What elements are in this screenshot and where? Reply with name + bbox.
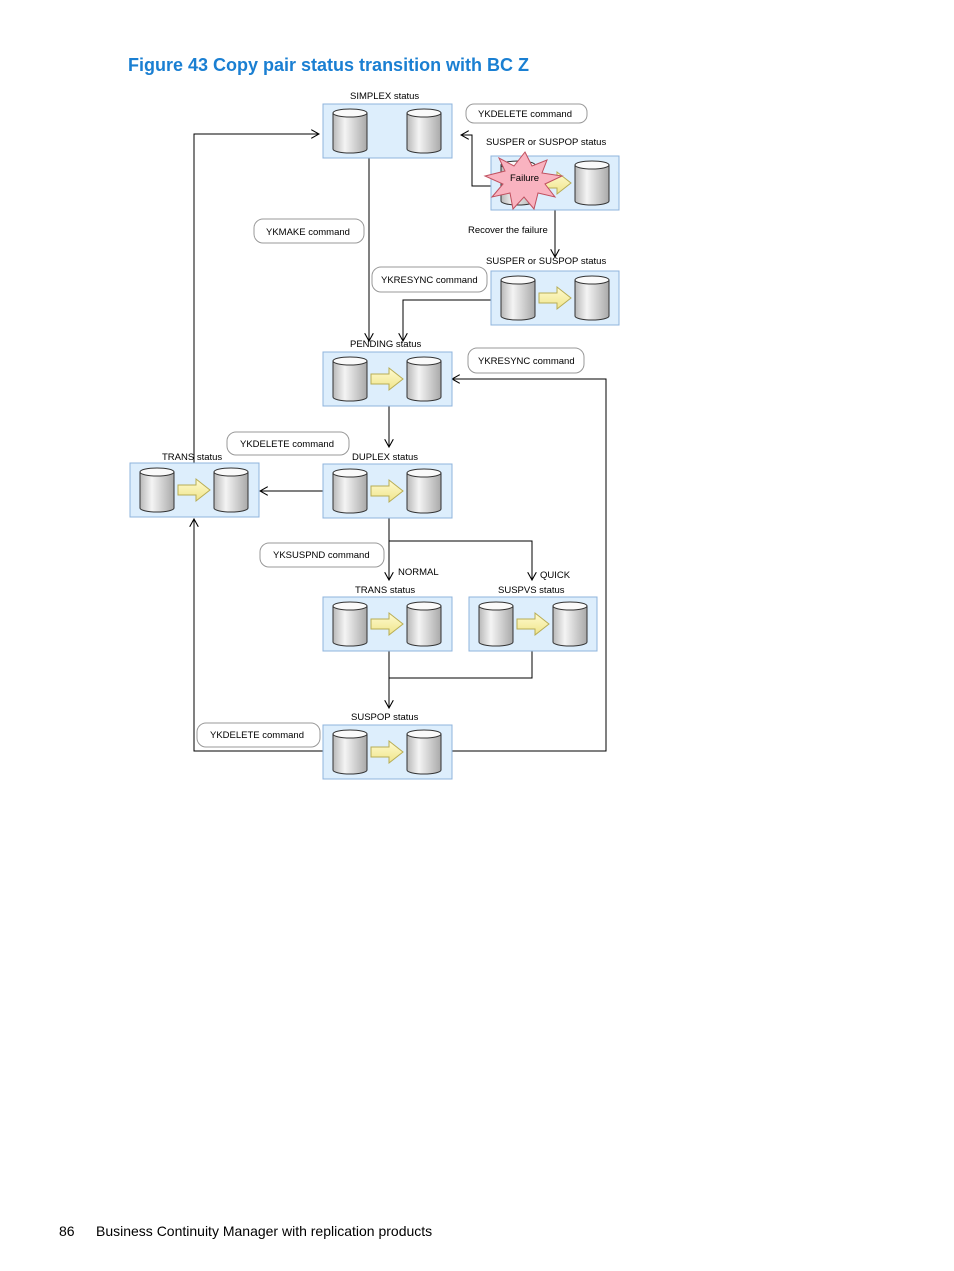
status-duplex: DUPLEX status [322,452,453,519]
copy-arrow-icon [370,478,404,504]
command-ykdelete-bottom: YKDELETE command [196,722,321,748]
connectors [193,134,607,752]
state-label-trans-left: TRANS status [162,452,222,463]
state-label-duplex: DUPLEX status [352,452,418,463]
recover-failure-label: Recover the failure [468,225,548,236]
command-label: YKDELETE command [478,109,572,120]
command-ykresync-right: YKRESYNC command [467,347,585,374]
command-label: YKRESYNC command [478,356,575,367]
target-volume-icon [406,468,442,514]
source-volume-icon [332,468,368,514]
command-label: YKDELETE command [240,439,334,450]
command-label: YKDELETE command [210,730,304,741]
failure-label: Failure [510,173,539,184]
command-ykmake: YKMAKE command [253,218,365,244]
suspvs-to-suspop-line [389,651,533,679]
source-volume-icon [332,356,368,402]
target-volume-icon [574,275,610,321]
target-volume-icon [574,160,610,206]
command-yksuspnd: YKSUSPND command [259,542,385,568]
command-label: YKMAKE command [266,227,350,238]
target-volume-icon [406,108,442,154]
command-ykdelete-mid: YKDELETE command [226,431,350,456]
status-trans-mid: TRANS status [322,585,453,652]
failure-to-simplex-arrow [461,135,491,187]
status-suspvs: SUSPVS status [468,585,598,652]
state-label-susper-recovered: SUSPER or SUSPOP status [486,256,606,267]
target-volume-icon [406,729,442,775]
page-number: 86 [59,1223,75,1239]
status-susper-failure: SUSPER or SUSPOP status Failure [483,137,620,211]
book-title: Business Continuity Manager with replica… [96,1223,433,1239]
source-volume-icon [478,601,514,647]
source-volume-icon [332,729,368,775]
quick-label: QUICK [540,570,571,581]
state-label-suspvs: SUSPVS status [498,585,565,596]
state-label-trans-mid: TRANS status [355,585,415,596]
trans-to-simplex-arrow [193,134,319,463]
target-volume-icon [213,467,249,513]
command-ykdelete-top: YKDELETE command [465,103,588,124]
status-simplex: SIMPLEX status [322,91,453,159]
failure-burst-icon: Failure [483,151,564,211]
copy-arrow-icon [370,739,404,765]
figure-title: Figure 43 Copy pair status transition wi… [128,55,530,75]
command-label: YKSUSPND command [273,550,370,561]
source-volume-icon [332,108,368,154]
copy-arrow-icon [177,477,211,503]
suspop-to-trans-arrow [194,519,323,752]
copy-arrow-icon [516,611,550,637]
source-volume-icon [500,275,536,321]
resync-to-pending-arrow [403,299,491,341]
command-label: YKRESYNC command [381,275,478,286]
target-volume-icon [406,356,442,402]
normal-label: NORMAL [398,567,439,578]
status-susper-recovered: SUSPER or SUSPOP status [486,256,620,326]
copy-arrow-icon [370,611,404,637]
state-label-suspop: SUSPOP status [351,712,419,723]
command-ykresync-left: YKRESYNC command [371,266,488,293]
target-volume-icon [552,601,588,647]
duplex-to-quick-suspvs-arrow [389,540,532,580]
target-volume-icon [406,601,442,647]
copy-arrow-icon [538,285,572,311]
source-volume-icon [332,601,368,647]
copy-arrow-icon [370,366,404,392]
state-label-simplex: SIMPLEX status [350,91,419,102]
state-label-susper-failure: SUSPER or SUSPOP status [486,137,606,148]
status-trans-left: TRANS status [129,452,260,518]
state-label-pending: PENDING status [350,339,422,350]
suspop-to-pending-arrow [452,379,607,752]
source-volume-icon [139,467,175,513]
status-pending: PENDING status [322,339,453,407]
status-suspop: SUSPOP status [322,712,453,780]
